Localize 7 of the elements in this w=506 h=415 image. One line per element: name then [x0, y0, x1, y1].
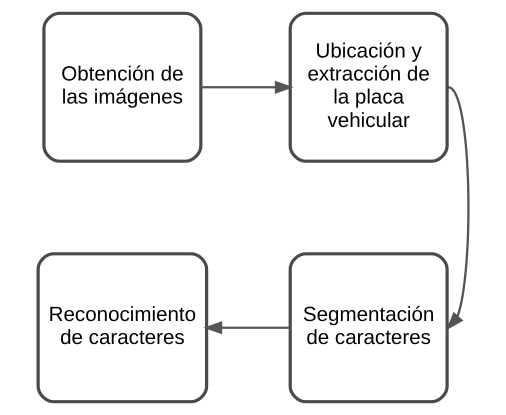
node-box: Reconocimiento de caracteres	[36, 252, 208, 404]
node-box: Segmentación de caracteres	[288, 252, 448, 404]
arrow	[446, 86, 470, 330]
node-box: Obtención de las imágenes	[42, 12, 202, 163]
arrow	[202, 321, 290, 334]
node-box: Ubicación y extracción de la placa vehicular	[288, 12, 448, 163]
arrow	[200, 80, 294, 94]
